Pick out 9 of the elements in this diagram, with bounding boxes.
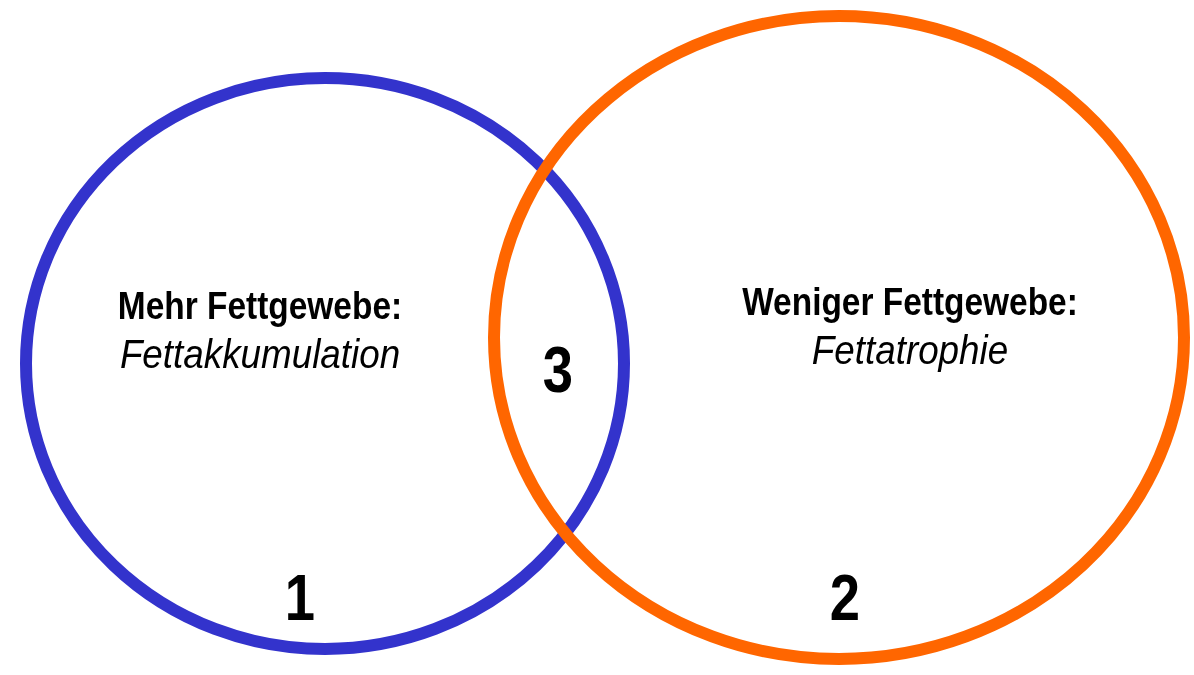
venn-circle <box>20 72 630 655</box>
venn-circle <box>488 10 1190 665</box>
region-number: 3 <box>542 335 574 405</box>
set-description: Fettatrophie <box>810 327 1010 374</box>
region-number: 1 <box>284 563 316 633</box>
region-number: 2 <box>829 563 861 633</box>
set-heading: Mehr Fettgewebe: <box>116 284 404 329</box>
set-description: Fettakkumulation <box>118 331 402 378</box>
set-heading: Weniger Fettgewebe: <box>741 280 1079 325</box>
